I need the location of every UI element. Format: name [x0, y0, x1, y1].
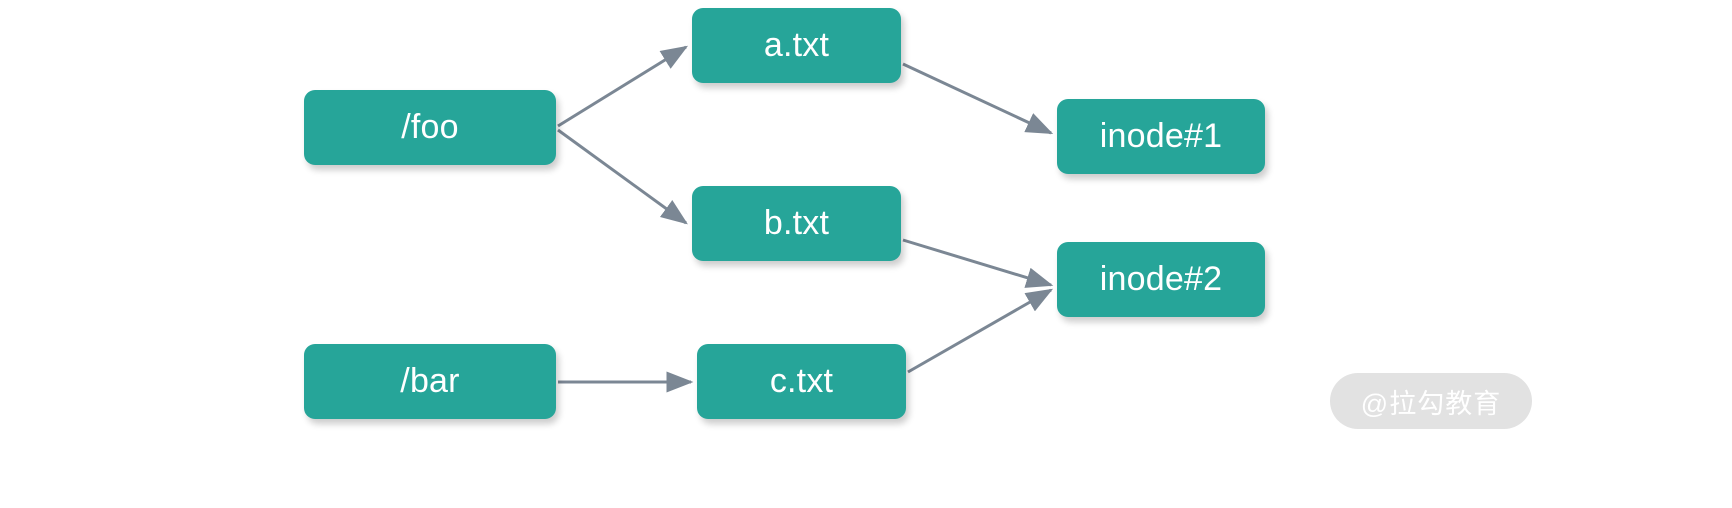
node-foo-label: /foo: [401, 107, 459, 146]
node-inode-2-label: inode#2: [1099, 259, 1223, 298]
node-inode-2[interactable]: inode#2: [1057, 242, 1265, 317]
node-inode-1-label: inode#1: [1099, 116, 1223, 155]
edge-foo-to-a-txt: [557, 45, 689, 128]
node-bar-label: /bar: [400, 361, 460, 400]
node-a-txt[interactable]: a.txt: [692, 8, 901, 83]
node-foo[interactable]: /foo: [304, 90, 556, 165]
node-c-txt-label: c.txt: [769, 361, 834, 400]
watermark-text: @拉勾教育: [1360, 388, 1502, 419]
watermark-badge: @拉勾教育: [1330, 373, 1532, 429]
edge-a-txt-to-inode1: [902, 62, 1054, 135]
node-a-txt-label: a.txt: [763, 25, 830, 64]
edge-foo-to-b-txt: [557, 128, 688, 225]
node-inode-1[interactable]: inode#1: [1057, 99, 1265, 174]
node-b-txt[interactable]: b.txt: [692, 186, 901, 261]
edge-c-txt-to-inode2: [907, 288, 1054, 374]
node-c-txt[interactable]: c.txt: [697, 344, 906, 419]
edge-b-txt-to-inode2: [902, 238, 1054, 288]
node-b-txt-label: b.txt: [763, 203, 830, 242]
node-bar[interactable]: /bar: [304, 344, 556, 419]
